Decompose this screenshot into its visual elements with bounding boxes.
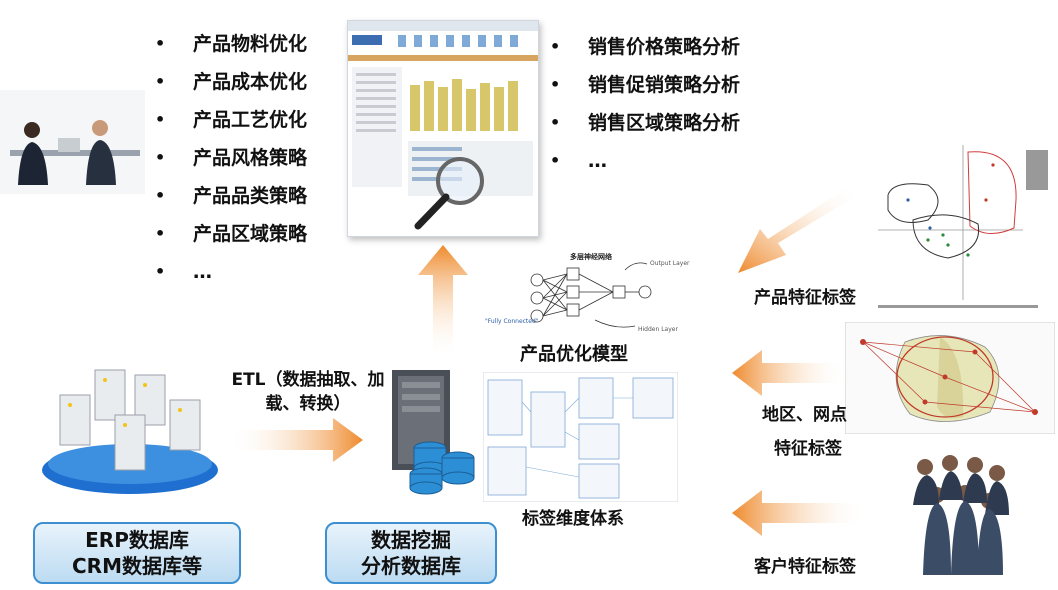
list-item: •产品物料优化 <box>155 33 308 55</box>
nn-title: 多层神经网络 <box>570 253 612 261</box>
list-item: •产品成本优化 <box>155 71 308 93</box>
list-item: •产品工艺优化 <box>155 109 308 131</box>
erp-line: ERP数据库 <box>85 528 189 552</box>
list-item: •销售促销策略分析 <box>550 74 741 96</box>
region-feature-tag-label: 地区、网点 特征标签 <box>762 398 847 466</box>
list-item: •… <box>155 261 212 283</box>
region-tag-line2: 特征标签 <box>774 439 842 459</box>
arrow-region-tag <box>732 350 847 396</box>
nn-hidden-label: Hidden Layer <box>638 326 678 333</box>
etl-text: ETL（数据抽取、加载、转换） <box>231 370 385 414</box>
tag-dimension-system-label: 标签维度体系 <box>522 509 624 529</box>
product-scatter-plot <box>868 140 1053 315</box>
product-optimization-model-label: 产品优化模型 <box>520 344 628 365</box>
analysis-db-line: 分析数据库 <box>361 554 461 578</box>
etl-label: ETL（数据抽取、加载、转换） <box>228 368 388 416</box>
customer-feature-tag-label: 客户特征标签 <box>754 557 856 577</box>
customer-group-image <box>905 445 1015 585</box>
arrow-etl <box>228 418 363 462</box>
dashboard-screenshot <box>347 20 539 237</box>
sales-analysis-list: •销售价格策略分析 •销售促销策略分析 •销售区域策略分析 •… <box>550 28 740 180</box>
nn-connect-label: "Fully Connected" <box>485 318 539 325</box>
tag-schema-diagram <box>482 371 679 503</box>
arrow-up <box>418 245 468 360</box>
arrow-customer-tag <box>732 490 867 536</box>
list-item: •销售价格策略分析 <box>550 36 741 58</box>
product-feature-tag-label: 产品特征标签 <box>754 288 856 308</box>
nn-output-label: Output Layer <box>650 260 690 267</box>
server-cluster-image <box>35 360 225 500</box>
database-server-image <box>380 370 490 495</box>
region-tag-line1: 地区、网点 <box>762 405 847 425</box>
data-mining-database-box: 数据挖掘 分析数据库 <box>325 522 497 584</box>
list-item: •产品区域策略 <box>155 223 308 245</box>
list-item: •销售区域策略分析 <box>550 112 741 134</box>
list-item: •… <box>550 150 607 172</box>
erp-crm-database-box: ERP数据库 CRM数据库等 <box>33 522 241 584</box>
region-network-map <box>844 321 1056 435</box>
list-item: •产品风格策略 <box>155 147 308 169</box>
list-item: •产品品类策略 <box>155 185 308 207</box>
arrow-product-tag <box>738 187 858 273</box>
business-meeting-image <box>0 90 145 194</box>
neural-network-diagram <box>495 250 695 335</box>
crm-line: CRM数据库等 <box>72 554 202 578</box>
mining-line: 数据挖掘 <box>371 528 451 552</box>
product-optimization-list: •产品物料优化 •产品成本优化 •产品工艺优化 •产品风格策略 •产品品类策略 … <box>155 25 307 291</box>
